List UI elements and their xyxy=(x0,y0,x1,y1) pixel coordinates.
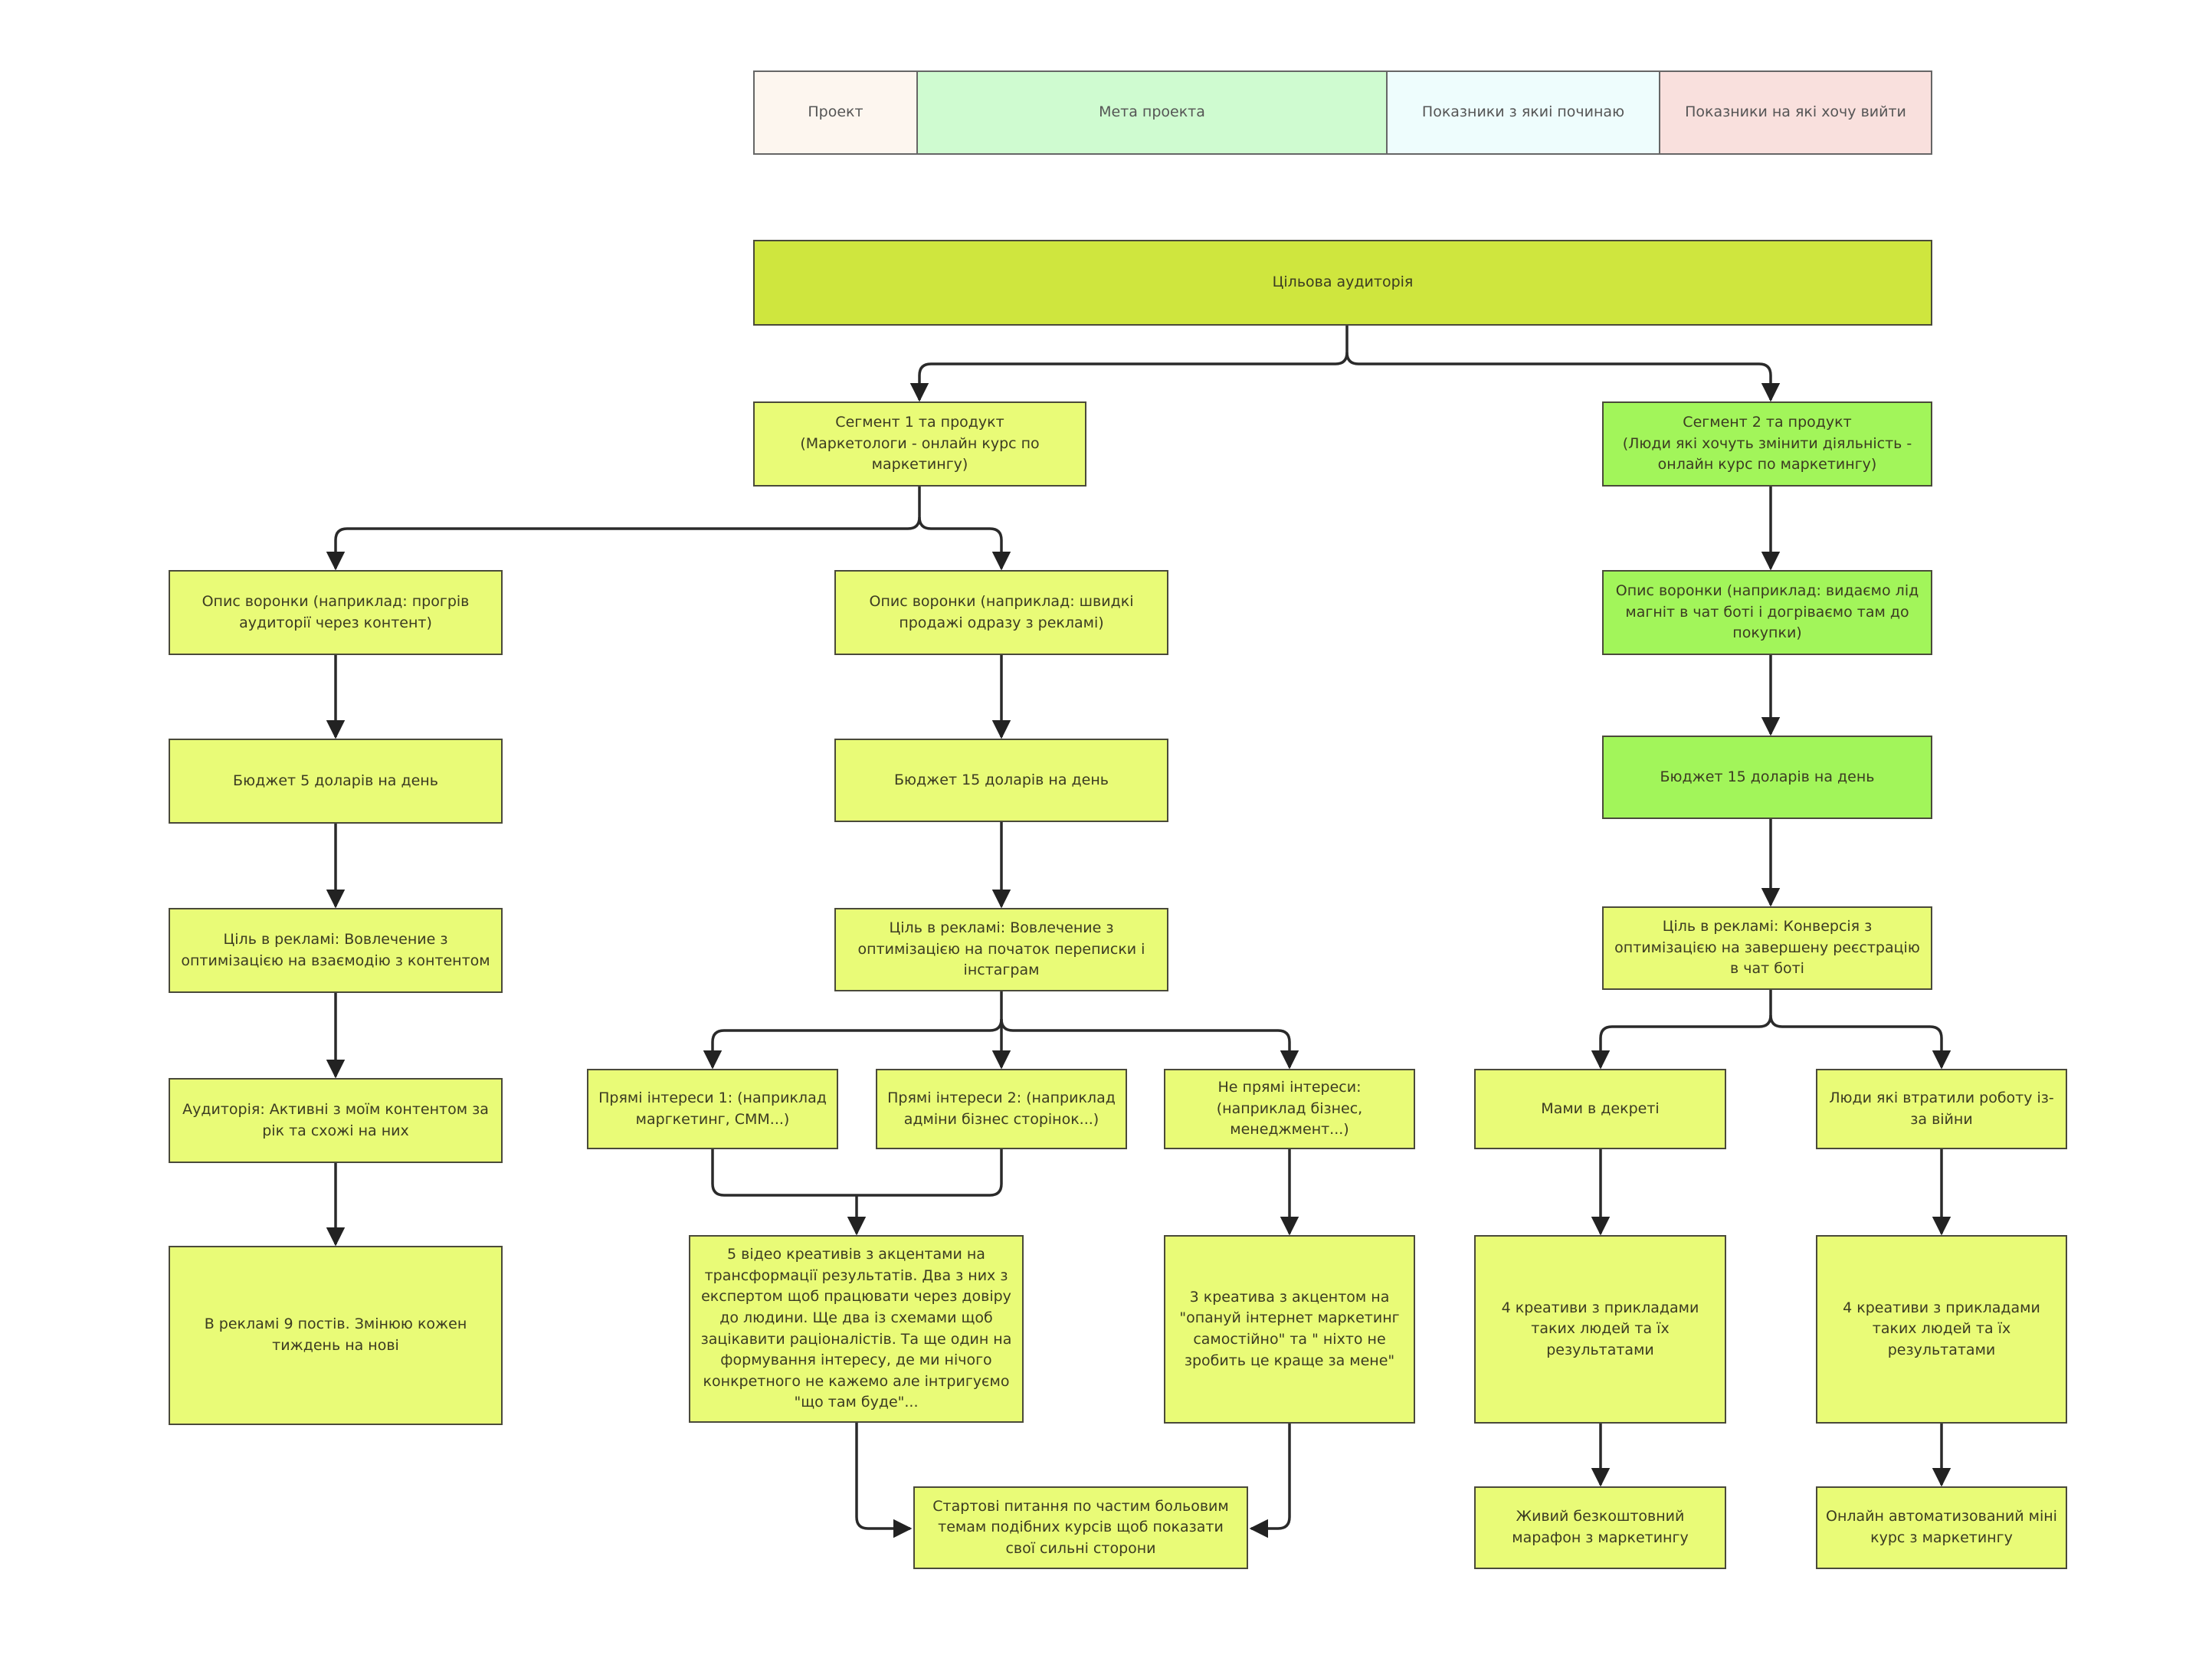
segment-2-ad-goal: Ціль в рекламі: Конверсія з оптимізацією… xyxy=(1602,906,1932,990)
funnel-a-ads: В рекламі 9 постів. Змінюю кожен тиждень… xyxy=(169,1246,503,1425)
funnel-b-ad-goal: Ціль в рекламі: Вовлечение з оптимізаціє… xyxy=(834,908,1168,991)
product-mini-course: Онлайн автоматизований міні курс з марке… xyxy=(1816,1486,2067,1569)
creatives-moms: 4 креативи з прикладами таких людей та ї… xyxy=(1474,1235,1726,1424)
connector-creativesA-result xyxy=(855,1423,913,1538)
start-questions-node: Стартові питання по частим больовим тема… xyxy=(913,1486,1248,1569)
connector-seg1-funnelB xyxy=(918,516,1011,571)
funnel-b-description: Опис воронки (наприклад: швидкі продажі … xyxy=(834,570,1168,655)
header-target-metrics: Показники на які хочу вийти xyxy=(1659,70,1932,155)
funnel-b-budget: Бюджет 15 доларів на день xyxy=(834,739,1168,822)
connector-creativesB-result xyxy=(1249,1424,1291,1538)
creatives-lost-job: 4 креативи з прикладами таких людей та ї… xyxy=(1816,1235,2067,1424)
creatives-accent: 3 креатива з акцентом на "опануй інтерне… xyxy=(1164,1235,1415,1424)
segment-2-node: Сегмент 2 та продукт (Люди які хочуть зм… xyxy=(1602,401,1932,487)
interest-indirect: Не прямі інтереси: (наприклад бізнес, ме… xyxy=(1164,1069,1415,1149)
target-audience-node: Цільова аудиторія xyxy=(753,240,1932,326)
header-project: Проект xyxy=(753,70,918,155)
connector-b-i3 xyxy=(1000,1018,1299,1070)
funnel-a-audience: Аудиторія: Активні з моїм контентом за р… xyxy=(169,1078,503,1163)
segment-2-budget: Бюджет 15 доларів на день xyxy=(1602,736,1932,819)
interest-direct-2: Прямі інтереси 2: (наприклад адміни бізн… xyxy=(876,1069,1127,1149)
connector-audience-seg2 xyxy=(1345,352,1781,402)
funnel-a-budget: Бюджет 5 доларів на день xyxy=(169,739,503,824)
funnel-a-description: Опис воронки (наприклад: прогрів аудитор… xyxy=(169,570,503,655)
segment-1-node: Сегмент 1 та продукт (Маркетологи - онла… xyxy=(753,401,1086,487)
header-project-goal: Мета проекта xyxy=(916,70,1388,155)
funnel-a-ad-goal: Ціль в рекламі: Вовлечение з оптимізаціє… xyxy=(169,908,503,993)
connector-audience-seg1 xyxy=(909,326,1349,402)
audience-moms: Мами в декреті xyxy=(1474,1069,1726,1149)
connector-c-right xyxy=(1769,1014,1951,1070)
segment-2-funnel: Опис воронки (наприклад: видаємо лід маг… xyxy=(1602,570,1932,655)
connector-c-left xyxy=(1591,990,1772,1070)
connector-b-i1 xyxy=(703,991,1003,1070)
connector-seg1-funnelA xyxy=(326,487,921,571)
header-start-metrics: Показники з якиі починаю xyxy=(1386,70,1660,155)
creatives-video: 5 відео креативів з акцентами на трансфо… xyxy=(689,1235,1024,1423)
product-marathon: Живий безкоштовний марафон з маркетингу xyxy=(1474,1486,1726,1569)
audience-lost-job: Люди які втратили роботу із-за війни xyxy=(1816,1069,2067,1149)
connector-i1-creativesA xyxy=(711,1149,1003,1197)
interest-direct-1: Прямі інтереси 1: (наприклад маргкетинг,… xyxy=(587,1069,838,1149)
